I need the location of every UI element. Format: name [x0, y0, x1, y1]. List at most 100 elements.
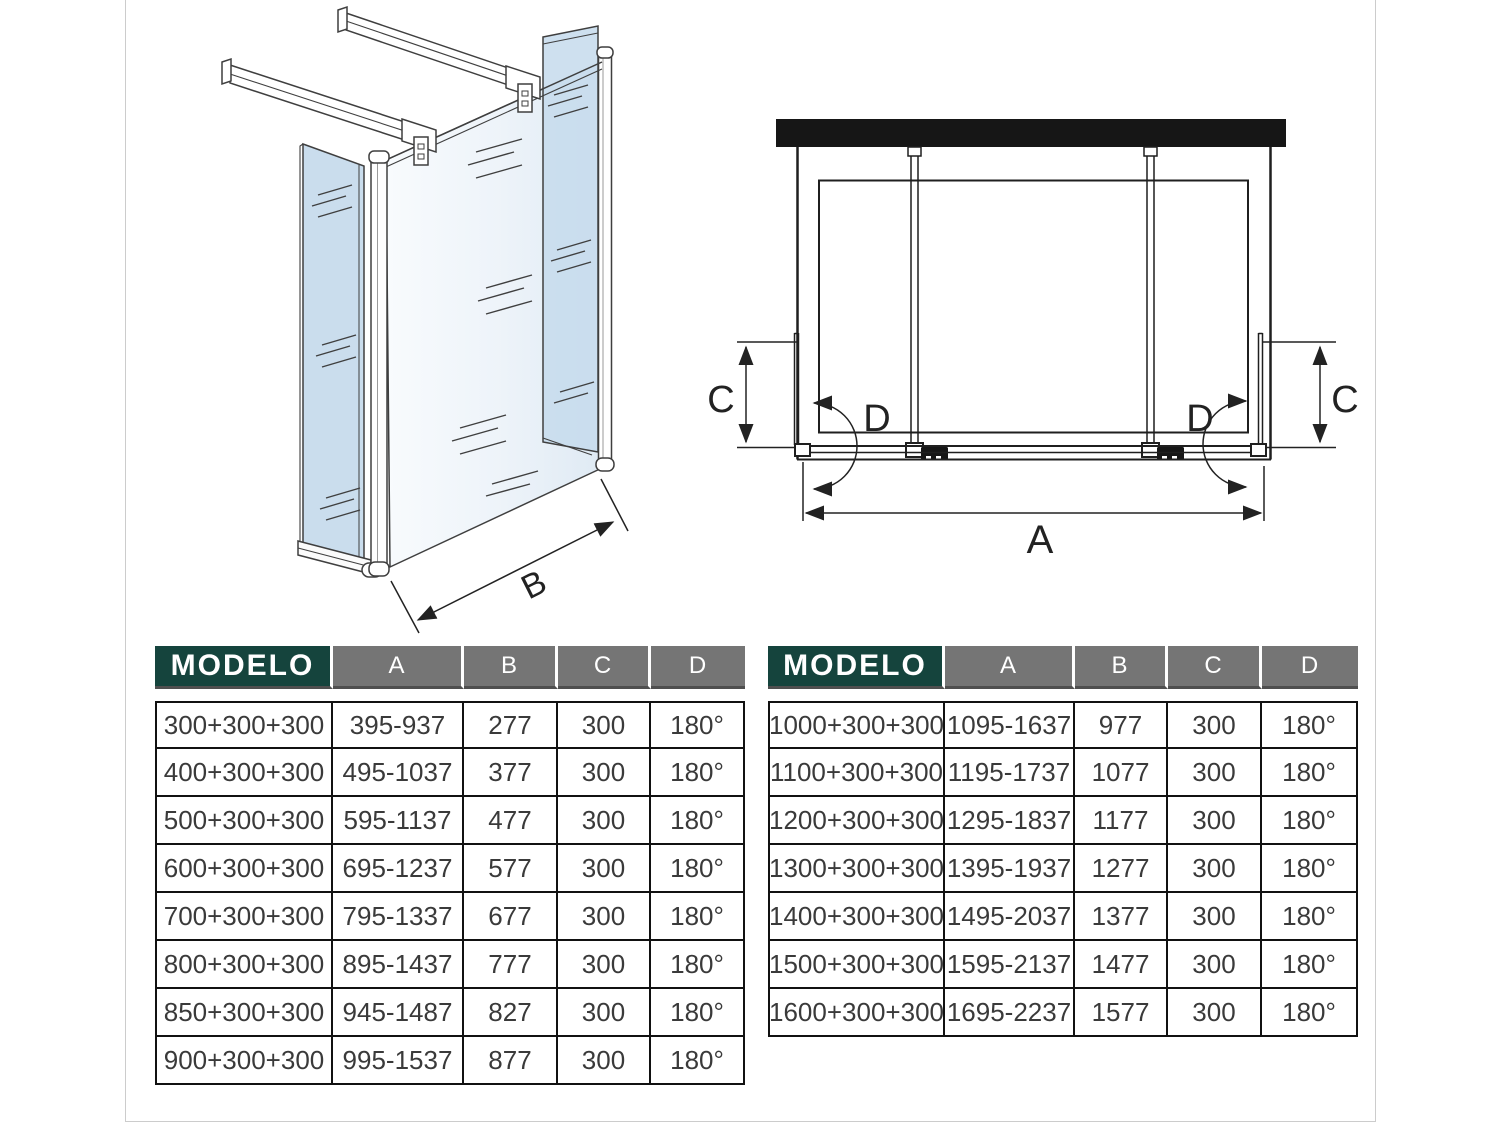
glass-clamp-rear: [505, 64, 541, 113]
table-cell: 300: [1168, 941, 1262, 989]
dimension-c-right: C: [1262, 341, 1359, 449]
table-cell: 300: [1168, 749, 1262, 797]
table-cell: 277: [464, 701, 558, 749]
table-cell: 1377: [1075, 893, 1168, 941]
table-cell: 1295-1837: [945, 797, 1075, 845]
table-cell: 1195-1737: [945, 749, 1075, 797]
table-cell: 377: [464, 749, 558, 797]
table-cell: 300: [558, 701, 651, 749]
table-cell: 180°: [1262, 797, 1358, 845]
table-cell: 895-1437: [333, 941, 464, 989]
dim-label-b: B: [515, 563, 552, 607]
table-cell: 180°: [1262, 701, 1358, 749]
col-header-d: D: [651, 646, 745, 689]
table-cell: 180°: [1262, 893, 1358, 941]
table-cell: 300: [558, 941, 651, 989]
table-cell: 180°: [651, 701, 745, 749]
dim-label-a: A: [1027, 518, 1054, 562]
table-cell: 777: [464, 941, 558, 989]
table-cell: 995-1537: [333, 1037, 464, 1085]
table-cell: 300: [558, 893, 651, 941]
bottom-rail: [797, 445, 1271, 461]
table-cell: 577: [464, 845, 558, 893]
col-header-a: A: [333, 646, 464, 689]
right-return-panel: [1250, 332, 1267, 457]
table-cell: 400+300+300: [155, 749, 333, 797]
table-cell: 677: [464, 893, 558, 941]
table-cell: 395-937: [333, 701, 464, 749]
left-side-glass-panel: [297, 142, 383, 578]
card-frame: [125, 0, 1376, 1122]
table-cell: 800+300+300: [155, 941, 333, 989]
table-cell: 180°: [651, 941, 745, 989]
table-cell: 300: [1168, 701, 1262, 749]
table-cell: 300: [1168, 893, 1262, 941]
table-cell: 977: [1075, 701, 1168, 749]
table-cell: 600+300+300: [155, 845, 333, 893]
table-header-row: MODELO A B C D: [155, 646, 745, 689]
table-cell: 1200+300+300: [768, 797, 945, 845]
support-bar-rear: [337, 5, 524, 92]
table-cell: 700+300+300: [155, 893, 333, 941]
table-cell: 595-1137: [333, 797, 464, 845]
col-header-c: C: [558, 646, 651, 689]
table-cell: 477: [464, 797, 558, 845]
table-cell: 1595-2137: [945, 941, 1075, 989]
dim-label-c-right: C: [1331, 379, 1358, 421]
table-cell: 1500+300+300: [768, 941, 945, 989]
table-cell: 1100+300+300: [768, 749, 945, 797]
table-cell: 1300+300+300: [768, 845, 945, 893]
dimension-c-left: C: [707, 341, 797, 449]
table-cell: 495-1037: [333, 749, 464, 797]
door-swing-left: D: [812, 395, 891, 497]
wall-bar: [776, 119, 1286, 147]
support-bar-right-plan: [1141, 146, 1184, 460]
table-cell: 300: [558, 797, 651, 845]
dim-label-c-left: C: [707, 379, 734, 421]
plan-view: C C D D A: [707, 119, 1359, 562]
table-cell: 1695-2237: [945, 989, 1075, 1037]
table-cell: 300+300+300: [155, 701, 333, 749]
table-cell: 1095-1637: [945, 701, 1075, 749]
table-cell: 695-1237: [333, 845, 464, 893]
table-cell: 300: [558, 989, 651, 1037]
table-cell: 180°: [1262, 989, 1358, 1037]
col-header-a: A: [945, 646, 1075, 689]
table-cell: 300: [558, 1037, 651, 1085]
col-header-b: B: [464, 646, 558, 689]
table-cell: 850+300+300: [155, 989, 333, 1037]
door-swing-right: D: [1186, 393, 1248, 495]
col-header-modelo: MODELO: [155, 646, 333, 689]
dim-label-d-right: D: [1186, 398, 1213, 440]
table-header-row: MODELO A B C D: [768, 646, 1358, 689]
table-cell: 945-1487: [333, 989, 464, 1037]
support-bar-left-plan: [905, 146, 948, 460]
table-cell: 180°: [651, 797, 745, 845]
table-cell: 1277: [1075, 845, 1168, 893]
right-panel-profile: [595, 46, 615, 472]
table-cell: 300: [558, 845, 651, 893]
table-cell: 300: [1168, 989, 1262, 1037]
col-header-c: C: [1168, 646, 1262, 689]
table-cell: 300: [558, 749, 651, 797]
table-cell: 180°: [1262, 845, 1358, 893]
col-header-d: D: [1262, 646, 1358, 689]
table-cell: 1077: [1075, 749, 1168, 797]
table-cell: 1395-1937: [945, 845, 1075, 893]
table-cell: 1000+300+300: [768, 701, 945, 749]
table-cell: 1477: [1075, 941, 1168, 989]
table-cell: 180°: [651, 1037, 745, 1085]
dim-label-d-left: D: [863, 398, 890, 440]
